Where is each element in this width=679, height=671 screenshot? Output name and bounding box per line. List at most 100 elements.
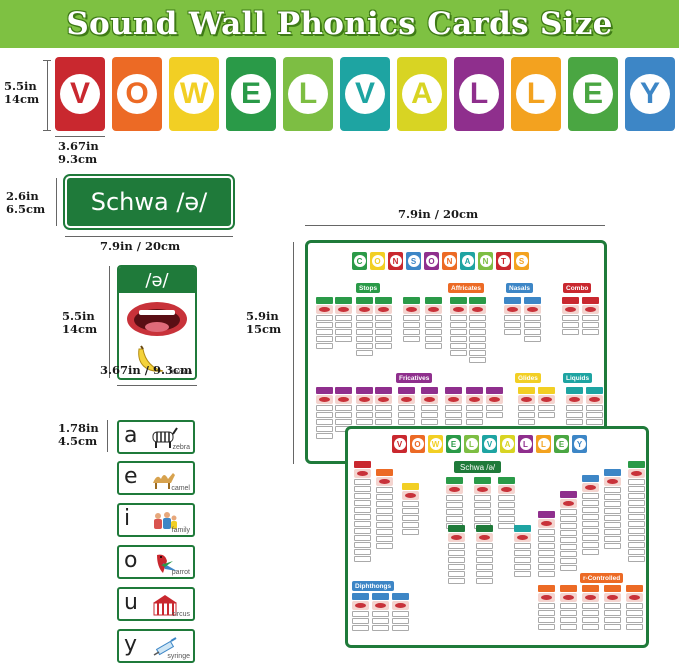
poster-title-letter: Y xyxy=(573,438,586,450)
sound-column-header xyxy=(335,297,352,304)
sound-column-header xyxy=(335,387,352,394)
spelling-card xyxy=(560,523,577,529)
spelling-card xyxy=(498,509,515,515)
mouth-icon xyxy=(504,305,521,314)
sound-column-header xyxy=(538,387,555,394)
mouth-icon xyxy=(372,601,389,610)
spelling-card xyxy=(354,535,371,541)
spelling-card xyxy=(448,543,465,549)
group-label: Liquids xyxy=(563,373,593,383)
sound-column-header xyxy=(421,387,438,394)
syringe-icon xyxy=(153,637,177,656)
spelling-card xyxy=(524,322,541,328)
letter-card: E xyxy=(568,57,618,131)
card-letter: o xyxy=(124,548,138,573)
spelling-card xyxy=(448,571,465,577)
spelling-card xyxy=(626,624,643,630)
sound-column xyxy=(582,475,599,555)
spelling-card xyxy=(375,343,392,349)
spelling-card xyxy=(376,536,393,542)
spelling-card xyxy=(469,350,486,356)
spelling-card xyxy=(402,515,419,521)
sound-column xyxy=(538,585,555,630)
mouth-icon xyxy=(450,305,467,314)
sound-column-header xyxy=(560,585,577,592)
spelling-card xyxy=(392,611,409,617)
mouth-icon xyxy=(486,395,503,404)
spelling-card xyxy=(604,610,621,616)
spelling-card xyxy=(402,508,419,514)
sound-column xyxy=(352,593,369,631)
sound-column xyxy=(560,585,577,630)
spelling-card xyxy=(375,322,392,328)
spelling-card xyxy=(375,336,392,342)
sound-column xyxy=(604,585,621,630)
spelling-card xyxy=(628,479,645,485)
spelling-card xyxy=(356,343,373,349)
letter-card-letter: V xyxy=(60,74,100,114)
sound-column-header xyxy=(604,469,621,476)
spelling-card xyxy=(476,564,493,570)
sound-column-header xyxy=(448,525,465,532)
spelling-card xyxy=(562,322,579,328)
spelling-card xyxy=(335,329,352,335)
spelling-card xyxy=(466,405,483,411)
poster-title-letter: L xyxy=(519,438,532,450)
banana-icon xyxy=(138,345,164,372)
sound-column-header xyxy=(498,477,515,484)
spelling-card xyxy=(538,557,555,563)
spelling-card xyxy=(445,419,462,425)
sound-column-header xyxy=(518,387,535,394)
card-word: circus xyxy=(171,611,190,618)
spelling-card xyxy=(538,536,555,542)
spelling-card xyxy=(582,500,599,506)
spelling-card xyxy=(626,603,643,609)
spelling-card xyxy=(538,550,555,556)
poster-title-letter: O xyxy=(371,255,384,267)
spelling-card xyxy=(354,514,371,520)
poster-title-letter: A xyxy=(461,255,474,267)
poster-title-tile: L xyxy=(464,435,479,453)
mouth-icon xyxy=(498,485,515,494)
letter-card-height-line xyxy=(47,60,48,130)
spelling-card xyxy=(498,516,515,522)
spelling-card xyxy=(476,578,493,584)
sound-card-header: /ə/ xyxy=(119,267,195,293)
poster-schwa-label: Schwa /ə/ xyxy=(454,461,502,473)
poster-title-letter: V xyxy=(393,438,406,450)
sound-column xyxy=(514,525,531,577)
sound-column-header xyxy=(582,475,599,482)
card-word: parrot xyxy=(171,569,190,576)
sound-column xyxy=(476,525,493,584)
spelling-card xyxy=(421,405,438,411)
poster-title-letter: S xyxy=(407,255,420,267)
poster-title-letter: C xyxy=(353,255,366,267)
spelling-card xyxy=(376,487,393,493)
card-letter: e xyxy=(124,464,138,489)
spelling-card xyxy=(628,549,645,555)
spelling-card xyxy=(445,412,462,418)
group-label: Glides xyxy=(515,373,541,383)
spelling-card xyxy=(626,610,643,616)
sound-column-header xyxy=(604,585,621,592)
spelling-card xyxy=(604,508,621,514)
spelling-card xyxy=(538,603,555,609)
tick xyxy=(43,130,51,131)
mouth-icon xyxy=(316,305,333,314)
spelling-card xyxy=(354,556,371,562)
poster-title-letter: E xyxy=(555,438,568,450)
spelling-card xyxy=(514,543,531,549)
mouth-icon xyxy=(356,395,373,404)
camel-icon xyxy=(153,473,175,489)
card-letter: i xyxy=(124,506,131,531)
sound-height-line xyxy=(109,266,110,378)
spelling-card xyxy=(469,343,486,349)
sound-column-header xyxy=(524,297,541,304)
spelling-card xyxy=(538,571,555,577)
spelling-card xyxy=(486,405,503,411)
schwa-width-line xyxy=(65,236,233,237)
spelling-card xyxy=(402,501,419,507)
